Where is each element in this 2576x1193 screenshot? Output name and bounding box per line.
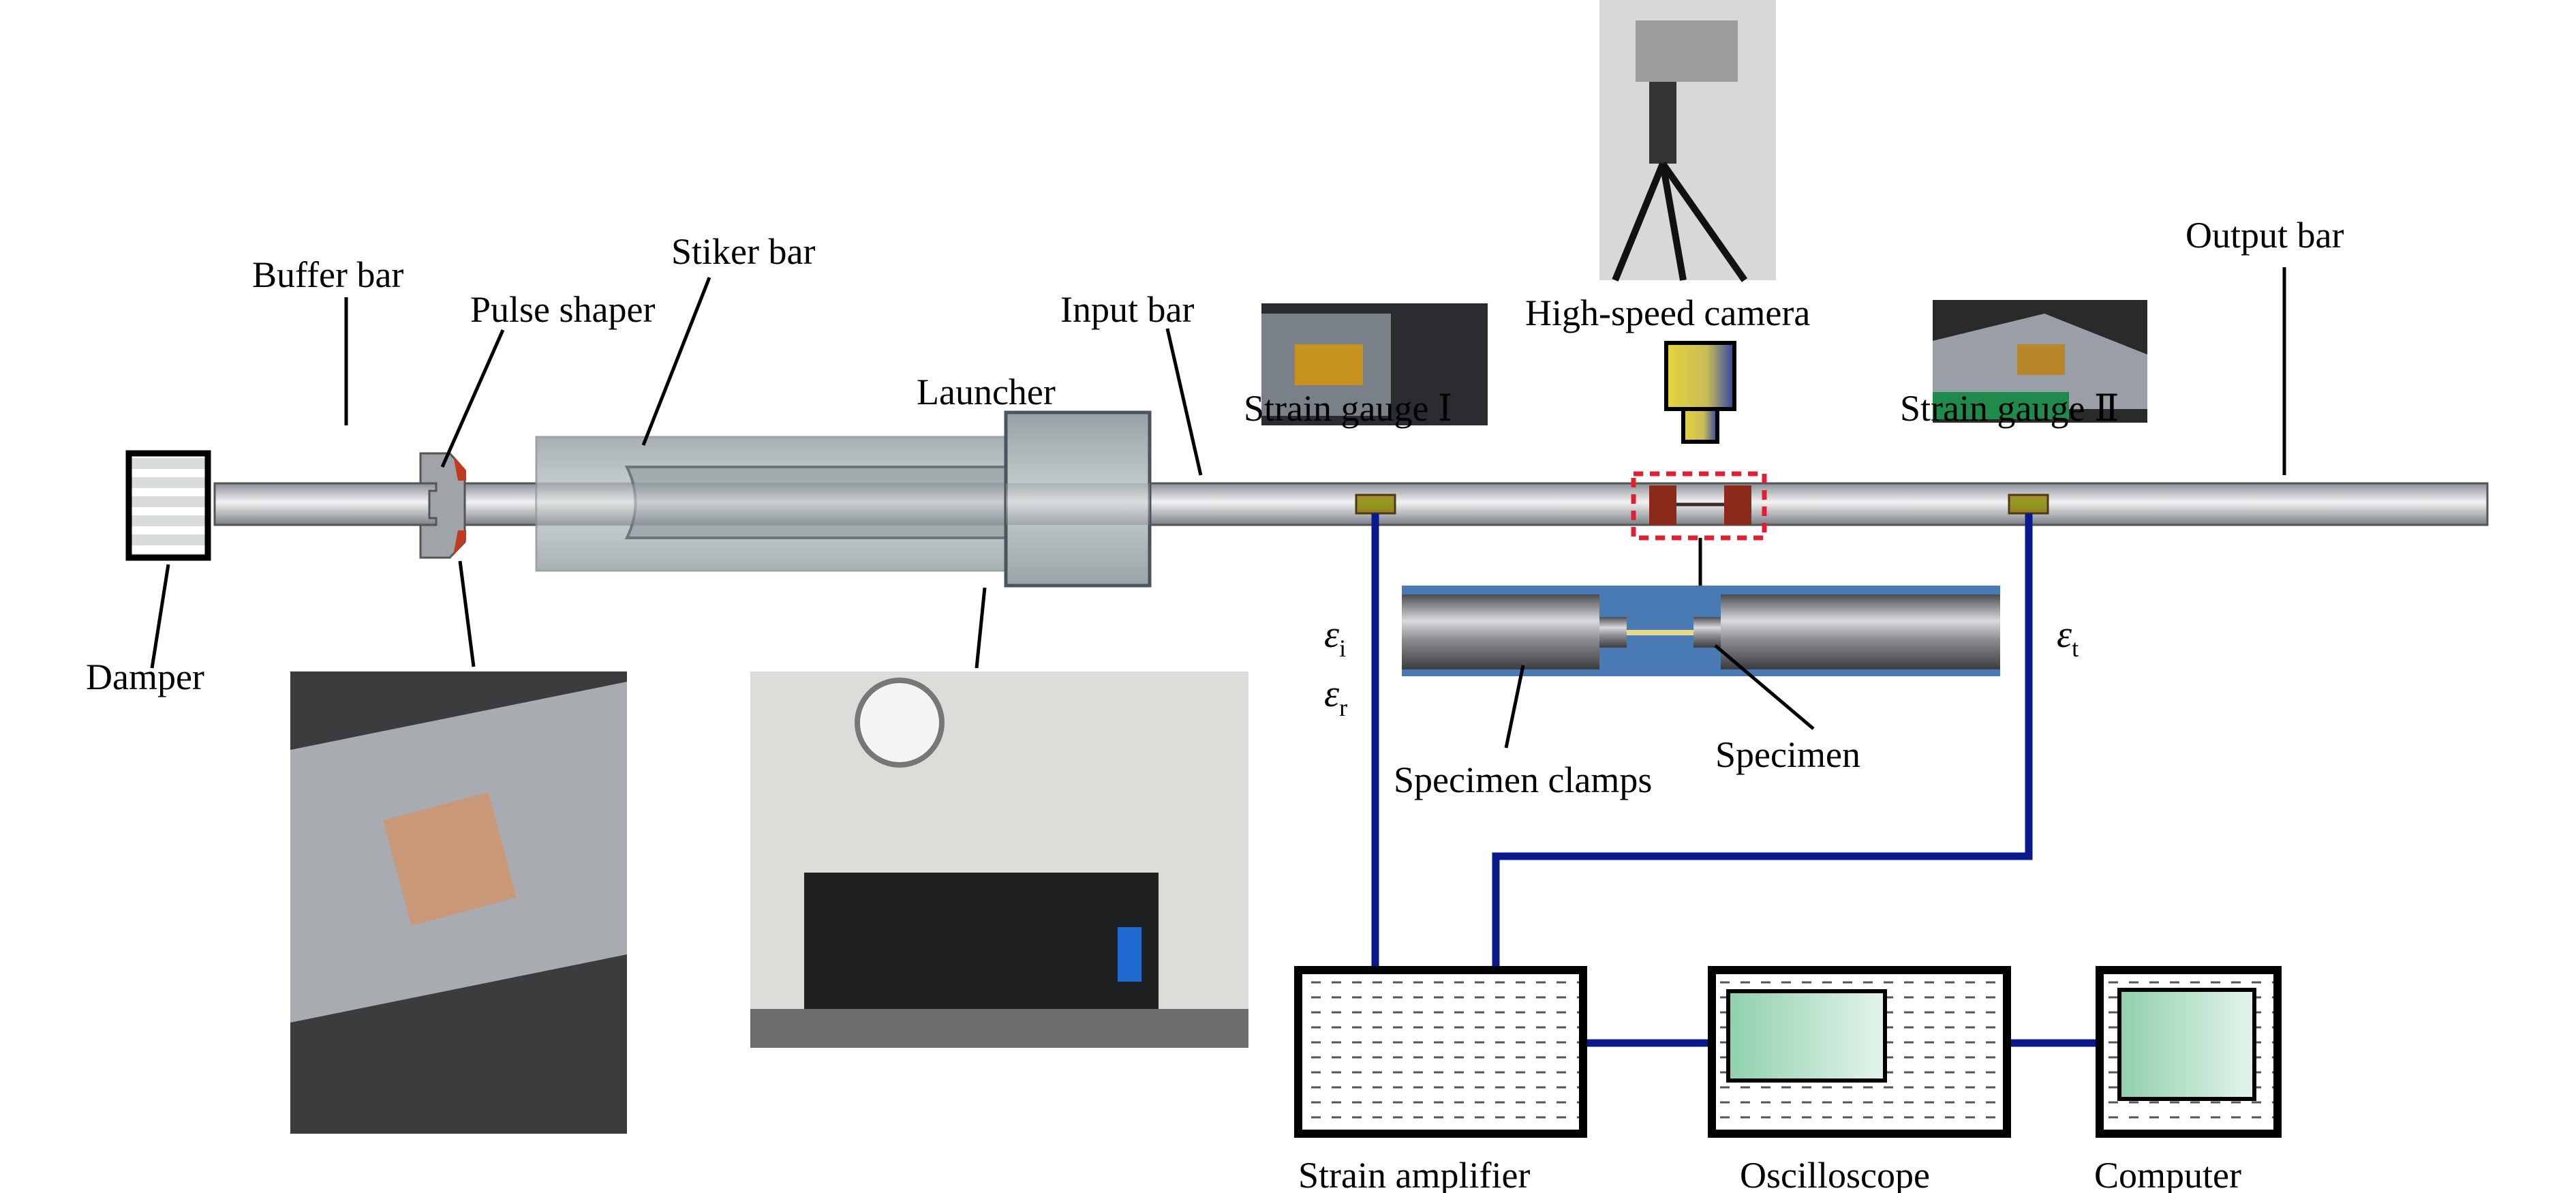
launcher bbox=[535, 410, 1152, 588]
oscilloscope-screen bbox=[1726, 989, 1887, 1083]
label-output-bar: Output bar bbox=[2186, 215, 2344, 256]
label-launcher: Launcher bbox=[917, 372, 1056, 412]
label-strain-amplifier: Strain amplifier bbox=[1298, 1155, 1530, 1193]
pulse-shaper-photo bbox=[290, 671, 627, 1134]
label-striker-bar: Stiker bar bbox=[671, 231, 815, 272]
label-buffer-bar: Buffer bar bbox=[252, 254, 403, 295]
strain-amplifier bbox=[1294, 966, 1587, 1138]
label-reflected-strain: εr bbox=[1324, 673, 1347, 721]
label-transmitted-strain: εt bbox=[2057, 614, 2079, 662]
strain-gauge-1-photo bbox=[1261, 303, 1488, 425]
label-input-bar: Input bar bbox=[1060, 289, 1194, 330]
specimen-photo bbox=[1402, 586, 2000, 676]
specimen-region bbox=[1631, 471, 1767, 541]
label-damper: Damper bbox=[86, 656, 204, 697]
launcher-photo bbox=[750, 671, 1248, 1048]
label-specimen: Specimen bbox=[1715, 734, 1860, 775]
label-oscilloscope: Oscilloscope bbox=[1740, 1155, 1930, 1193]
computer-screen bbox=[2117, 988, 2256, 1101]
label-pulse-shaper: Pulse shaper bbox=[470, 289, 655, 330]
label-strain-gauge-1: Strain gauge Ⅰ bbox=[1244, 388, 1452, 429]
strain-gauge-1 bbox=[1355, 494, 1396, 515]
damper bbox=[125, 450, 211, 561]
label-high-speed-camera: High-speed camera bbox=[1525, 292, 1810, 333]
pulse-shaper bbox=[419, 452, 466, 559]
label-specimen-clamps: Specimen clamps bbox=[1394, 759, 1652, 800]
label-incident-strain: εi bbox=[1324, 614, 1346, 662]
camera-photo bbox=[1599, 0, 1776, 282]
strain-gauge-2-photo bbox=[1933, 300, 2147, 423]
signal-wires bbox=[1371, 513, 2100, 1047]
computer bbox=[2096, 966, 2282, 1138]
leader-lines bbox=[150, 267, 2286, 749]
label-computer: Computer bbox=[2094, 1155, 2241, 1193]
label-strain-gauge-2: Strain gauge Ⅱ bbox=[1900, 388, 2119, 429]
oscilloscope bbox=[1708, 966, 2011, 1138]
strain-gauge-2 bbox=[2008, 494, 2049, 515]
camera-icon bbox=[1664, 341, 1736, 444]
